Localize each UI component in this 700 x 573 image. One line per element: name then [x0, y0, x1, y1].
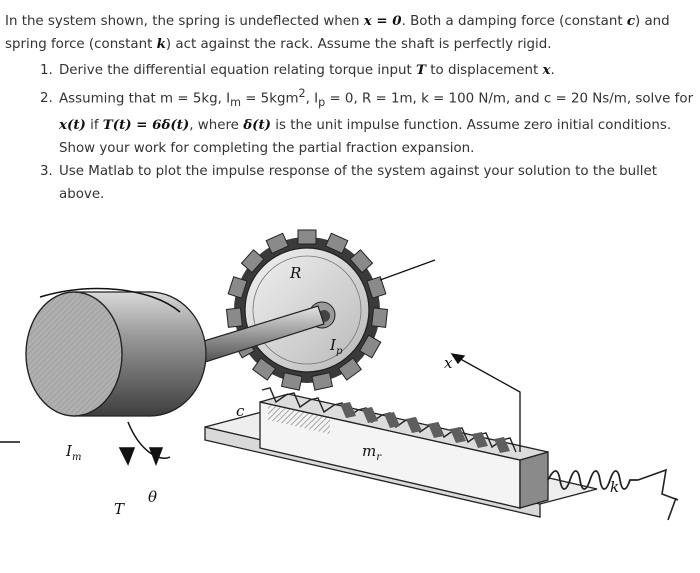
task-text: Use Matlab to plot the impulse response … [59, 164, 657, 203]
task-text: Derive the differential equation relatin… [59, 63, 417, 78]
superscript-2: 2 [298, 87, 306, 100]
label-Im: Im [65, 442, 81, 463]
problem-statement: In the system shown, the spring is undef… [5, 10, 695, 206]
label-theta: θ [148, 488, 157, 506]
intro-text: ) act against the rack. Assume the shaft… [165, 37, 552, 52]
intro-paragraph: In the system shown, the spring is undef… [5, 10, 695, 56]
intro-text: ) and spring force (constant [5, 14, 670, 52]
math-T: T [416, 62, 426, 78]
label-mr: mr [362, 442, 382, 463]
label-Im-sub: m [72, 452, 81, 463]
task-text: . [550, 63, 555, 78]
math-x-zero: x = 0 [363, 13, 402, 29]
label-Im-main: I [65, 442, 73, 460]
intro-text: . Both a damping force (constant [401, 14, 627, 29]
task-text: = 5kgm [240, 91, 299, 107]
damper-hatching [268, 404, 330, 434]
label-k: k [610, 478, 619, 496]
math-torque-impulse: T(t) = 6δ(t) [102, 117, 190, 134]
label-R: R [289, 264, 301, 282]
subscript-m: m [230, 96, 241, 110]
label-mr-main: m [362, 442, 376, 460]
label-Ip: Ip [329, 336, 343, 357]
task-list: Derive the differential equation relatin… [5, 59, 695, 206]
task-text: = 0, R = 1m, k = 100 N/m, and c = 20 Ns/… [325, 91, 694, 107]
math-k: k [156, 36, 166, 52]
task-text: Assuming that m = 5kg, I [59, 91, 231, 107]
task-text: to displacement [426, 63, 543, 78]
label-c: c [236, 402, 245, 420]
math-c: c [626, 13, 635, 29]
rack [259, 387, 549, 509]
subscript-p: p [318, 96, 326, 110]
rack-pinion-diagram: R Ip x c mr k Im T θ [0, 229, 679, 521]
task-text: , where [189, 118, 244, 134]
task-text: , I [305, 91, 319, 107]
spring [547, 468, 679, 521]
math-x-of-t: x(t) [59, 117, 86, 134]
displacement-arrow [379, 259, 521, 452]
label-mr-sub: r [376, 452, 382, 463]
drum-inertia [25, 291, 207, 417]
mechanism-figure: R Ip x c mr k Im T θ [0, 212, 700, 569]
task-text: if [85, 118, 103, 134]
math-x: x [542, 62, 551, 78]
label-T: T [114, 500, 125, 518]
label-Ip-main: I [329, 336, 337, 354]
task-item-3: Use Matlab to plot the impulse response … [57, 160, 695, 206]
label-Ip-sub: p [336, 346, 343, 357]
intro-text: In the system shown, the spring is undef… [5, 14, 364, 29]
task-text: is the unit impulse function. Assume zer… [59, 118, 672, 157]
torque-arrows [0, 287, 181, 467]
task-item-2: Assuming that m = 5kg, Im = 5kgm2, Ip = … [57, 82, 695, 160]
math-delta: δ(t) [243, 117, 271, 134]
label-x: x [444, 354, 453, 372]
task-item-1: Derive the differential equation relatin… [57, 59, 695, 82]
